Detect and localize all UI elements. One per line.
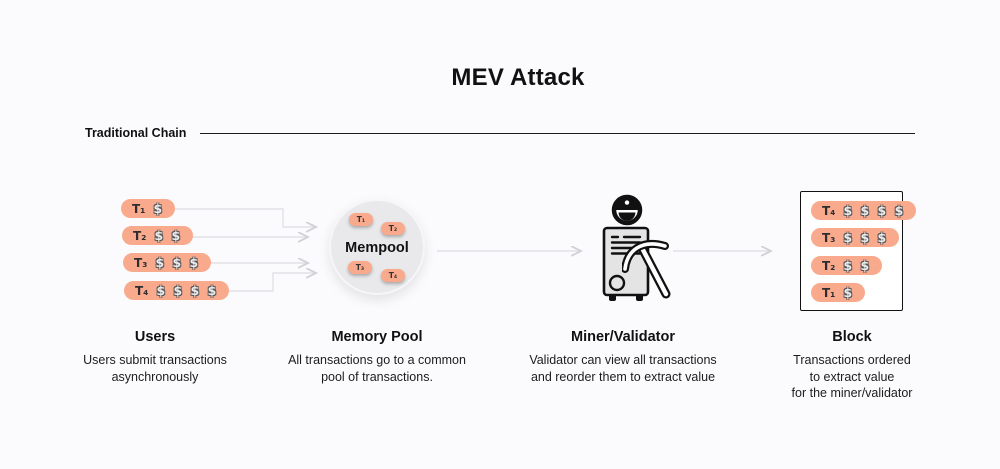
- transaction-value: $: [153, 201, 165, 216]
- transaction-value: $ $ $ $: [156, 283, 219, 298]
- transaction-value: $ $: [154, 228, 183, 243]
- transaction-id: T₃: [822, 230, 836, 245]
- block-pill-t2: T₂ $ $: [811, 256, 883, 275]
- block-caption: Block Transactions ordered to extract va…: [752, 329, 952, 402]
- miner-description: Validator can view all transactions and …: [529, 353, 717, 384]
- section-divider-line: [200, 133, 915, 134]
- mempool-mini-pill-t4: T₄: [381, 269, 405, 282]
- transaction-id: T₄: [822, 203, 836, 218]
- transaction-id: T₂: [822, 258, 836, 273]
- mempool-mini-pill-t3: T₃: [348, 261, 372, 274]
- miner-caption: Miner/Validator Validator can view all t…: [523, 329, 723, 385]
- block-description: Transactions ordered to extract value fo…: [791, 353, 913, 400]
- connector-tx1-to-mempool: [174, 208, 316, 227]
- transaction-id: T₁: [132, 201, 146, 216]
- transaction-value: $ $ $ $: [843, 203, 906, 218]
- users-heading: Users: [134, 329, 176, 345]
- transaction-value: $ $: [843, 258, 872, 273]
- block-pill-t3: T₃ $ $ $: [811, 228, 900, 247]
- miner-face-icon: [611, 194, 643, 226]
- transaction-id: T₂: [133, 228, 147, 243]
- block-pill-t4: T₄ $ $ $ $: [811, 201, 917, 220]
- page-title: MEV Attack: [451, 64, 585, 91]
- mempool-label: Mempool: [345, 240, 409, 256]
- transaction-pill-t4: T₄ $ $ $ $: [124, 281, 230, 300]
- mempool-mini-pill-t2: T₂: [381, 222, 405, 235]
- transaction-value: $: [843, 285, 855, 300]
- mempool-mini-pill-t1: T₁: [349, 213, 373, 226]
- mempool-heading: Memory Pool: [331, 329, 423, 345]
- miner-heading: Miner/Validator: [571, 329, 675, 345]
- transaction-value: $ $ $: [155, 255, 201, 270]
- mempool-circle: [329, 199, 425, 295]
- users-description: Users submit transactions asynchronously: [83, 353, 227, 384]
- transaction-pill-t2: T₂ $ $: [122, 226, 194, 245]
- mempool-description: All transactions go to a common pool of …: [288, 353, 466, 384]
- transaction-id: T₁: [822, 285, 836, 300]
- block-pill-t1: T₁ $: [811, 283, 866, 302]
- block-heading: Block: [832, 329, 872, 345]
- transaction-id: T₃: [134, 255, 148, 270]
- transaction-pill-t1: T₁ $: [121, 199, 176, 218]
- mempool-caption: Memory Pool All transactions go to a com…: [277, 329, 477, 385]
- transaction-id: T₄: [135, 283, 149, 298]
- section-label: Traditional Chain: [85, 126, 187, 140]
- transaction-value: $ $ $: [843, 230, 889, 245]
- users-caption: Users Users submit transactions asynchro…: [55, 329, 255, 385]
- pickaxe-icon: [622, 240, 671, 299]
- transaction-pill-t3: T₃ $ $ $: [123, 253, 212, 272]
